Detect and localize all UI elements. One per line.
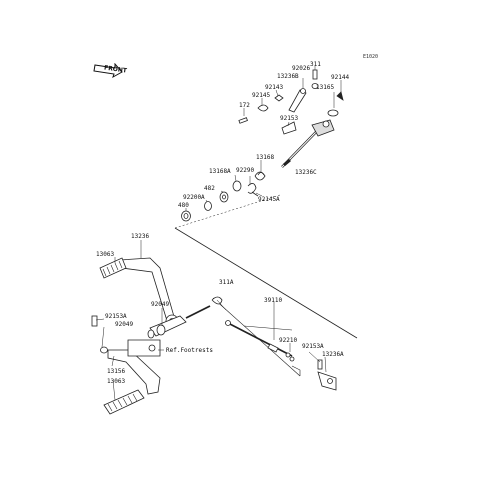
part-label-13236C: 13236C: [295, 169, 317, 176]
part-label-92200A: 92200A: [183, 194, 205, 201]
heel-pedal-13156: [91, 315, 161, 415]
part-label-92153A-left: 92153A: [105, 313, 127, 320]
part-label-92153: 92153: [280, 115, 299, 122]
part-label-92144: 92144: [331, 74, 350, 81]
part-label-92026: 92026: [292, 65, 311, 72]
pivot-and-link-rod: [147, 296, 295, 362]
part-label-482: 482: [204, 185, 215, 192]
part-label-92290: 92290: [236, 167, 255, 174]
part-label-92049-upper: 92049: [151, 301, 170, 308]
front-arrow-icon: [93, 63, 123, 79]
diagram-code: E1020: [363, 54, 379, 60]
part-label-13063-upper: 13063: [96, 251, 115, 258]
part-label-92145A: 92145A: [258, 196, 280, 203]
part-label-13236: 13236: [131, 233, 150, 240]
part-label-311: 311: [310, 61, 321, 68]
part-label-92153A-right: 92153A: [302, 343, 324, 350]
part-label-13168: 13168: [256, 154, 275, 161]
part-label-13168A: 13168A: [209, 168, 231, 175]
part-label-172: 172: [239, 102, 250, 109]
part-label-39110: 39110: [264, 297, 283, 304]
part-label-92210: 92210: [279, 337, 298, 344]
part-label-311A: 311A: [219, 279, 234, 286]
part-label-13165: 13165: [316, 84, 335, 91]
part-label-92143: 92143: [265, 84, 284, 91]
leader-lines: [95, 66, 342, 401]
part-label-92145: 92145: [252, 92, 271, 99]
ref-footrests-label: Ref.Footrests: [166, 347, 213, 354]
part-label-13063-lower: 13063: [107, 378, 126, 385]
part-label-13236A: 13236A: [322, 351, 344, 358]
part-label-480: 480: [178, 202, 189, 209]
part-label-13236B: 13236B: [277, 73, 299, 80]
shaft-collar-stack: [181, 171, 266, 222]
part-label-92049-lower: 92049: [115, 321, 134, 328]
shift-shaft-13236C: [281, 119, 335, 168]
shift-arm-13236A: [317, 359, 337, 391]
part-label-13156: 13156: [107, 368, 126, 375]
